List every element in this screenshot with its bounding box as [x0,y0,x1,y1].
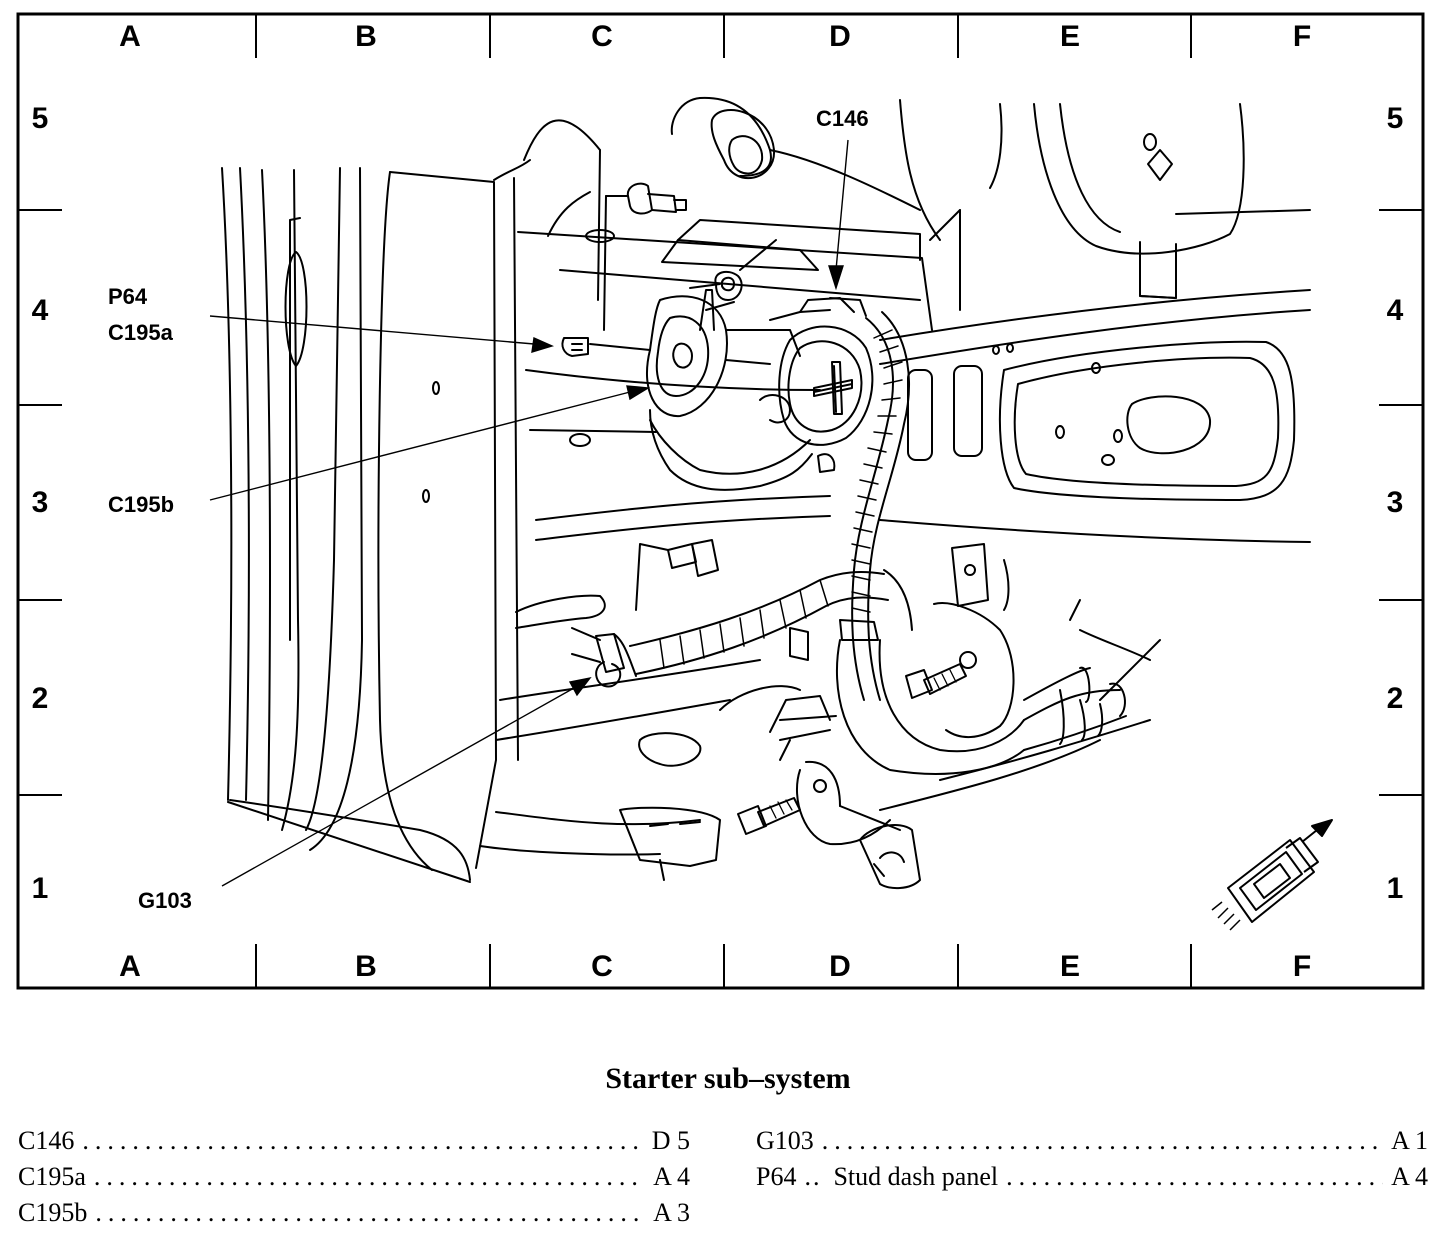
legend-leader-dots: ........................................… [82,1126,644,1155]
page-title: Starter sub–system [605,1062,851,1095]
legend-row-c195a: C195a ..................................… [18,1162,690,1196]
grid-row-right-3: 3 [1387,486,1404,519]
legend-leader-dots: ........................................… [93,1162,645,1191]
legend-location: A 4 [1391,1162,1428,1191]
grid-row-left-3: 3 [32,486,49,519]
grid-col-top-d: D [829,20,851,53]
connector-orientation-icon [1211,819,1333,931]
grid-row-right-5: 5 [1387,102,1404,135]
callout-g103: G103 [138,888,192,913]
grid-col-top-a: A [119,20,141,53]
grid-col-bottom-d: D [829,950,851,983]
grid-col-top-e: E [1060,20,1080,53]
grid-row-left-4: 4 [32,294,49,327]
diagram-frame [16,12,1425,990]
callout-p64: P64 [108,284,148,309]
grid-col-top-b: B [355,20,377,53]
callout-leader-lines [209,139,849,887]
grid-row-right-1: 1 [1387,872,1404,905]
grid-row-left-2: 2 [32,682,49,715]
legend-row-g103: G103 ...................................… [756,1126,1428,1160]
grid-col-bottom-c: C [591,950,613,983]
vehicle-body-lineart [221,96,1311,883]
grid-col-top-c: C [591,20,613,53]
grid-col-top-f: F [1293,20,1311,53]
legend-location: A 4 [653,1162,690,1191]
legend-right: G103 ...................................… [756,1126,1428,1200]
legend-row-c146: C146 ...................................… [18,1126,690,1160]
legend-leader-dots: ........................................… [821,1126,1384,1155]
grid-col-bottom-b: B [355,950,377,983]
legend-prefix-dots: .. [804,1162,822,1191]
legend-id: C146 [18,1126,75,1155]
legend-location: D 5 [651,1126,690,1155]
legend-left: C146 ...................................… [18,1126,690,1236]
legend-id: C195b [18,1198,88,1227]
legend-description: Stud dash panel [833,1162,999,1191]
legend-id: G103 [756,1126,814,1155]
callout-c195b: C195b [108,492,174,517]
grid-col-bottom-a: A [119,950,141,983]
grid-row-ticks [18,209,1423,796]
legend-row-p64: P64 .. Stud dash panel .................… [756,1162,1428,1196]
legend-id: C195a [18,1162,86,1191]
legend-leader-dots: ........................................… [95,1198,646,1227]
starter-harness [561,182,1127,890]
grid-row-right-2: 2 [1387,682,1404,715]
grid-top-dividers [255,14,1192,58]
legend-leader-dots: ........................................… [1006,1162,1383,1191]
grid-col-bottom-e: E [1060,950,1080,983]
legend-id: P64 [756,1162,797,1191]
grid-col-bottom-f: F [1293,950,1311,983]
legend-location: A 1 [1391,1126,1428,1155]
callout-c195a: C195a [108,320,174,345]
legend-row-c195b: C195b ..................................… [18,1198,690,1232]
grid-bottom-dividers [255,944,1192,988]
wiring-location-diagram: A B C D E F A B C D E F 5 4 3 2 1 5 4 3 … [16,12,1425,990]
grid-row-left-1: 1 [32,872,49,905]
legend-location: A 3 [653,1198,690,1227]
grid-row-right-4: 4 [1387,294,1404,327]
callout-c146: C146 [816,106,869,131]
grid-row-left-5: 5 [32,102,49,135]
